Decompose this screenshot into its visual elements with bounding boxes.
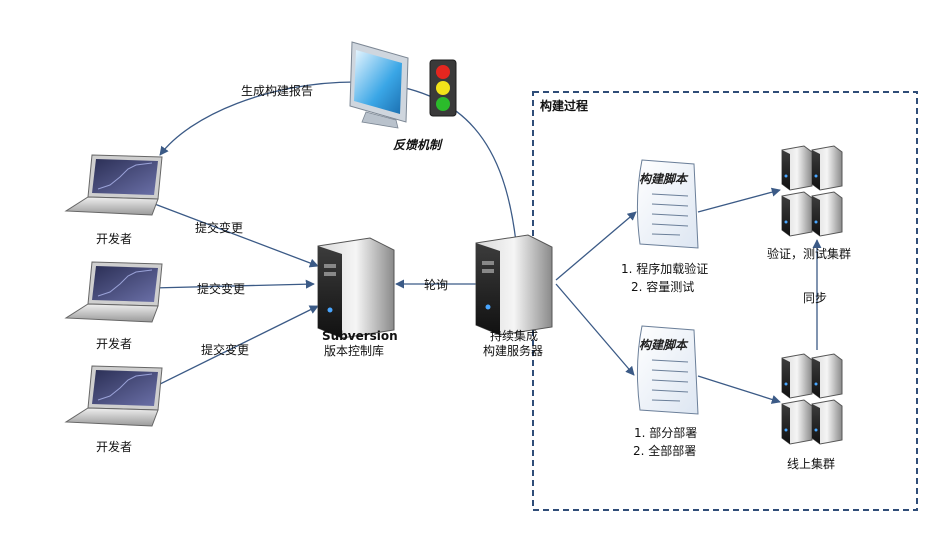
- commit-label-3: 提交变更: [201, 343, 250, 357]
- verify-cluster-icon: [781, 145, 843, 237]
- svn-server-icon: [317, 237, 395, 339]
- script-document-icon: [636, 159, 699, 249]
- monitor-icon: [349, 41, 409, 129]
- commit-arrow-1: [151, 202, 319, 268]
- script-bottom-to-online-arrow: [697, 375, 781, 404]
- report-label: 生成构建报告: [241, 84, 314, 98]
- developer-label-2: 开发者: [96, 337, 133, 351]
- ci-label-line2: 构建服务器: [483, 344, 544, 358]
- feedback-arrow: [159, 81, 517, 243]
- svn-label-line1: Subversion: [322, 329, 398, 343]
- online-cluster-icon: [781, 353, 843, 445]
- script-top-title: 构建脚本: [639, 172, 688, 186]
- svn-label-line2: 版本控制库: [324, 344, 385, 358]
- commit-label-1: 提交变更: [195, 221, 244, 235]
- verify-cluster-label: 验证，测试集群: [767, 247, 852, 261]
- script-bottom-step2: 2. 全部部署: [633, 444, 697, 458]
- script-top-step1: 1. 程序加载验证: [621, 262, 709, 276]
- commit-label-2: 提交变更: [197, 282, 246, 296]
- online-cluster-label: 线上集群: [787, 457, 836, 471]
- feedback-mechanism-label: 反馈机制: [393, 138, 442, 152]
- developer-label-1: 开发者: [96, 232, 133, 246]
- ci-server-icon: [475, 234, 553, 336]
- script-bottom-title: 构建脚本: [639, 338, 688, 352]
- laptop-icon: [64, 154, 163, 216]
- ci-to-script-top-arrow: [555, 211, 637, 281]
- polling-label: 轮询: [424, 278, 449, 292]
- commit-arrow-2: [151, 279, 315, 289]
- ci-label-line1: 持续集成: [490, 329, 539, 343]
- script-document-icon: [636, 325, 699, 415]
- build-process-title: 构建过程: [540, 99, 589, 113]
- laptop-icon: [64, 261, 163, 323]
- laptop-icon: [64, 365, 163, 427]
- traffic-light-icon: [429, 59, 457, 117]
- ci-to-script-bottom-arrow: [555, 283, 635, 376]
- script-top-step2: 2. 容量测试: [631, 280, 695, 294]
- script-top-to-verify-arrow: [697, 187, 781, 213]
- commit-arrow-3: [151, 305, 319, 389]
- developer-label-3: 开发者: [96, 440, 133, 454]
- build-process-box: [532, 91, 918, 511]
- script-bottom-step1: 1. 部分部署: [634, 426, 698, 440]
- sync-label: 同步: [803, 291, 828, 305]
